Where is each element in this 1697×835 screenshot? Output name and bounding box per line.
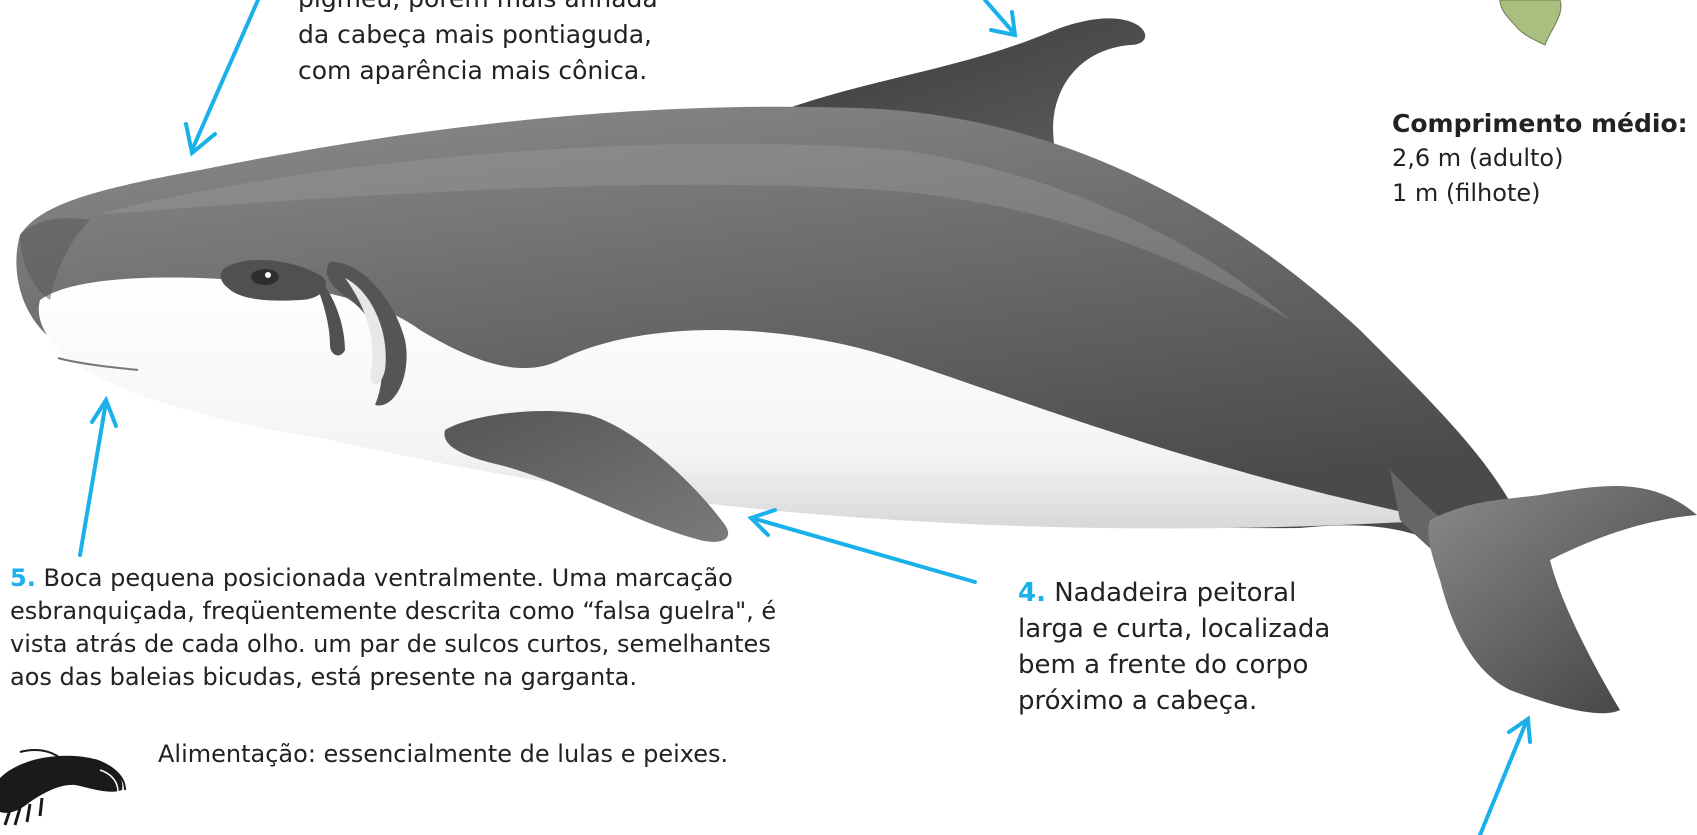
head-description: pigmeu, porém mais afinada da cabeça mai… [298,0,658,89]
note-5-line: aos das baleias bicudas, está presente n… [10,663,637,691]
mouth-line [57,357,139,371]
note-5-line: vista atrás de cada olho. um par de sulc… [10,630,771,658]
note-5: 5. Boca pequena posicionada ventralmente… [10,562,830,694]
arrow-2 [983,0,1018,38]
head-note-line: pigmeu, porém mais afinada [298,0,658,17]
length-title: Comprimento médio: [1392,109,1688,138]
note-4-line: Nadadeira peitoral [1045,578,1297,608]
head-note-line: da cabeça mais pontiaguda, [298,20,652,49]
note-5-line: Boca pequena posicionada ventralmente. U… [35,564,733,592]
note-4: 4. Nadadeira peitoral larga e curta, loc… [1018,575,1330,719]
false-gill-inner [345,278,386,385]
tail-fluke [1428,486,1697,714]
shrimp-icon [0,749,126,826]
false-gill-outer [326,261,407,406]
note-4-line: larga e curta, localizada [1018,614,1331,644]
length-adult: 2,6 m (adulto) [1392,144,1564,172]
eye-highlight [265,272,271,278]
distribution-map [1499,0,1562,46]
false-gill-front [310,270,345,356]
note-4-line: bem a frente do corpo [1018,650,1309,680]
arrow-5 [78,395,118,557]
arrow-1 [184,0,260,157]
note-4-line: próximo a cabeça. [1018,686,1258,716]
pectoral-fin [444,410,729,542]
arrow-4 [747,508,977,584]
note-5-line: esbranquiçada, freqüentemente descrita c… [10,597,777,625]
head-note-line: com aparência mais cônica. [298,56,648,85]
food-note: Alimentação: essencialmente de lulas e p… [158,740,729,768]
dorsal-highlight [95,143,1290,320]
arrow-3 [1478,715,1532,835]
note-4-number: 4. [1018,578,1046,608]
note-5-number: 5. [10,564,36,592]
head-shade [20,218,90,300]
eye [251,269,279,285]
length-calf: 1 m (filhote) [1392,179,1541,207]
